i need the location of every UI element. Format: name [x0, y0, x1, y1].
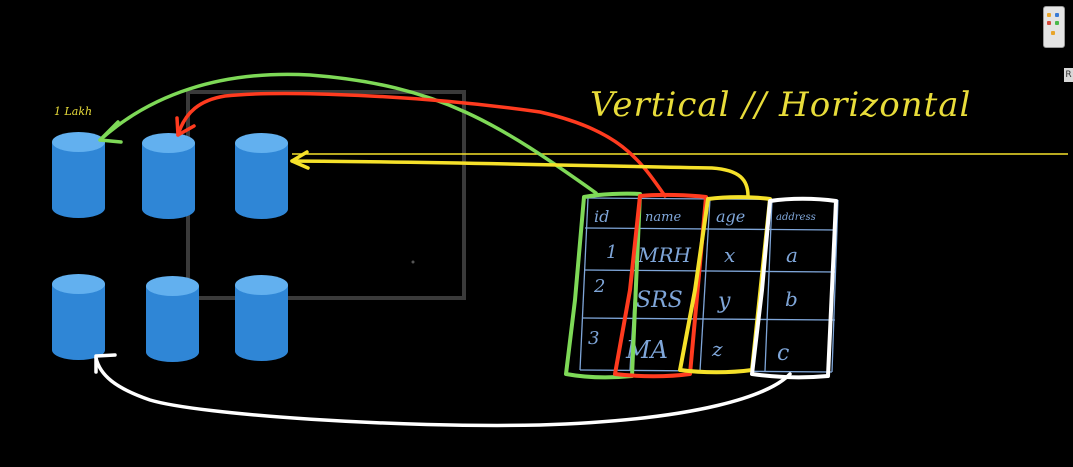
header-address: address: [776, 212, 816, 223]
cylinder-body: [235, 143, 288, 219]
cell-r2-id: 2: [593, 276, 605, 297]
cylinder-top: [235, 275, 288, 295]
toolbar-dot-4: [1055, 21, 1059, 25]
green-arrow: [98, 72, 598, 195]
cell-r3-id: 3: [588, 328, 599, 349]
cylinder-top: [235, 133, 288, 153]
cylinder-top: [52, 132, 105, 152]
database-cylinder-icon: [52, 274, 105, 360]
cell-r2-age: y: [717, 289, 731, 314]
cell-r3-address: c: [777, 341, 789, 366]
database-group: [52, 132, 288, 362]
green-arrow-head: [98, 120, 123, 144]
red-arrow: [176, 91, 667, 198]
white-column-outline: [750, 196, 838, 380]
toolbar-dot-5: [1051, 31, 1055, 35]
white-arrow: [94, 356, 792, 428]
side-tab[interactable]: R: [1064, 68, 1073, 82]
toolbar-dot-2: [1055, 13, 1059, 17]
database-cylinder-icon: [52, 132, 105, 219]
white-arrow-head: [94, 353, 117, 374]
toolbar-dot-3: [1047, 21, 1051, 25]
yellow-arrow-head: [290, 150, 310, 170]
partitioning-title: Vertical // Horizontal: [590, 85, 971, 125]
cell-r2-address: b: [785, 287, 798, 311]
database-cylinder-icon: [235, 133, 288, 219]
database-cylinder-icon: [142, 133, 195, 219]
arrows: [94, 72, 792, 428]
cylinder-top: [52, 274, 105, 294]
header-id: id: [594, 207, 609, 226]
cylinder-top: [142, 133, 195, 153]
yellow-arrow: [290, 159, 750, 198]
cell-r1-id: 1: [606, 242, 617, 263]
database-cylinder-icon: [235, 275, 288, 362]
cylinder-body: [235, 285, 288, 362]
cell-r1-age: x: [724, 243, 735, 267]
cell-r3-age: z: [711, 337, 723, 361]
cylinder-top: [146, 276, 199, 296]
toolbar-dot-1: [1047, 13, 1051, 17]
database-cylinder-icon: [146, 276, 199, 362]
toolbar-icon[interactable]: [1043, 6, 1065, 48]
frame-dot: [411, 260, 415, 264]
cell-r1-address: a: [786, 243, 798, 267]
header-age: age: [716, 207, 745, 226]
db-size-label: 1 Lakh: [54, 105, 92, 118]
cylinder-body: [52, 142, 105, 219]
cell-r1-name: MRH: [637, 243, 692, 267]
cylinder-body: [146, 286, 199, 362]
red-arrow-head: [175, 116, 196, 137]
cylinder-body: [142, 143, 195, 219]
cell-r2-name: SRS: [636, 288, 683, 313]
cylinder-body: [52, 284, 105, 360]
header-name: name: [645, 210, 681, 225]
server-frame: [186, 90, 466, 300]
